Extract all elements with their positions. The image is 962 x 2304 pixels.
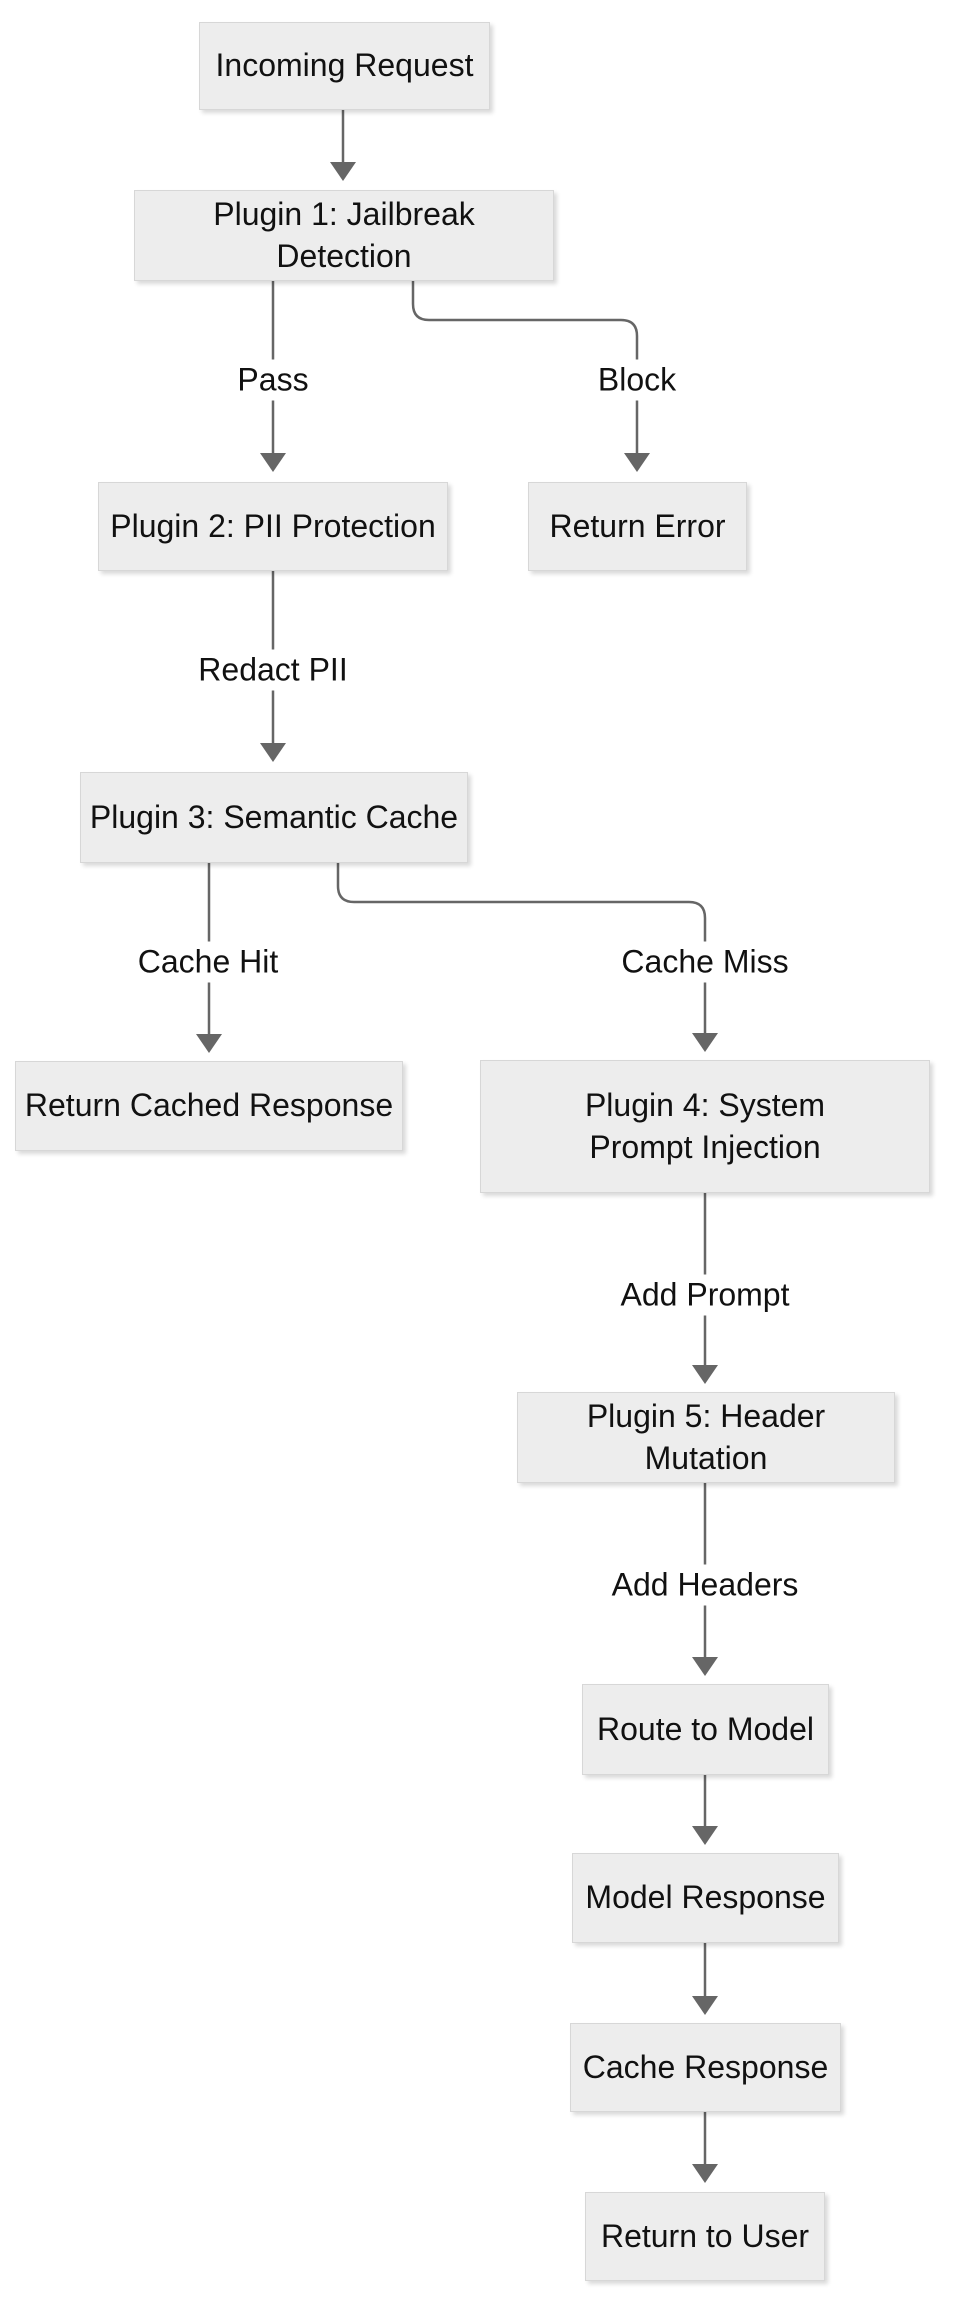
node-label: Plugin 2: PII Protection <box>110 507 436 544</box>
node-model-response: Model Response <box>572 1853 839 1943</box>
node-plugin-3-semantic-cache: Plugin 3: Semantic Cache <box>80 772 468 863</box>
edge-plugin-1-to-return-error-block <box>411 281 650 472</box>
node-label: Plugin 1: Jailbreak Detection <box>213 195 475 274</box>
edge-incoming-request-to-plugin-1 <box>330 110 356 181</box>
arrowhead-icon <box>330 162 356 181</box>
edge-model-response-to-cache-response <box>692 1943 718 2015</box>
arrowhead-icon <box>260 453 286 472</box>
arrowhead-icon <box>260 743 286 762</box>
arrowhead-icon <box>692 1826 718 1845</box>
node-cache-response: Cache Response <box>570 2023 841 2112</box>
node-label: Plugin 5: Header Mutation <box>586 1397 826 1476</box>
edge-label-add-prompt: Add Prompt <box>612 1274 798 1316</box>
node-return-error: Return Error <box>528 482 747 571</box>
arrowhead-icon <box>692 1996 718 2015</box>
arrowhead-icon <box>692 2164 718 2183</box>
node-plugin-1-jailbreak-detection: Plugin 1: Jailbreak Detection <box>134 190 554 281</box>
node-plugin-2-pii-protection: Plugin 2: PII Protection <box>98 482 448 571</box>
node-return-to-user: Return to User <box>585 2192 825 2281</box>
arrowhead-icon <box>692 1657 718 1676</box>
node-incoming-request: Incoming Request <box>199 22 490 110</box>
edge-label-cache-miss: Cache Miss <box>613 941 797 983</box>
arrowhead-icon <box>692 1365 718 1384</box>
arrowhead-icon <box>196 1034 222 1053</box>
node-label: Route to Model <box>596 1710 814 1747</box>
node-label: Cache Response <box>582 2048 829 2085</box>
node-plugin-4-system-prompt-injection: Plugin 4: System Prompt Injection <box>480 1060 930 1193</box>
arrowhead-icon <box>692 1033 718 1052</box>
node-label: Return to User <box>600 2217 810 2254</box>
node-label: Plugin 3: Semantic Cache <box>89 798 459 835</box>
node-label: Plugin 4: System Prompt Injection <box>584 1086 826 1165</box>
edge-label-cache-hit: Cache Hit <box>129 941 287 983</box>
node-route-to-model: Route to Model <box>582 1684 829 1775</box>
edge-plugin-3-to-plugin-4-cache-miss <box>336 863 718 1052</box>
edge-label-pass: Pass <box>229 359 317 401</box>
edge-label-redact-pii: Redact PII <box>190 649 356 691</box>
edge-cache-response-to-return-to-user <box>692 2111 718 2183</box>
node-label: Return Cached Response <box>24 1087 394 1124</box>
node-label: Return Error <box>549 507 726 544</box>
edge-route-to-model-response <box>692 1775 718 1845</box>
arrowhead-icon <box>624 453 650 472</box>
node-plugin-5-header-mutation: Plugin 5: Header Mutation <box>517 1392 895 1483</box>
node-label: Model Response <box>585 1879 826 1916</box>
node-return-cached-response: Return Cached Response <box>15 1061 403 1151</box>
edge-label-block: Block <box>589 359 685 401</box>
node-label: Incoming Request <box>215 47 474 84</box>
edge-label-add-headers: Add Headers <box>603 1564 807 1606</box>
